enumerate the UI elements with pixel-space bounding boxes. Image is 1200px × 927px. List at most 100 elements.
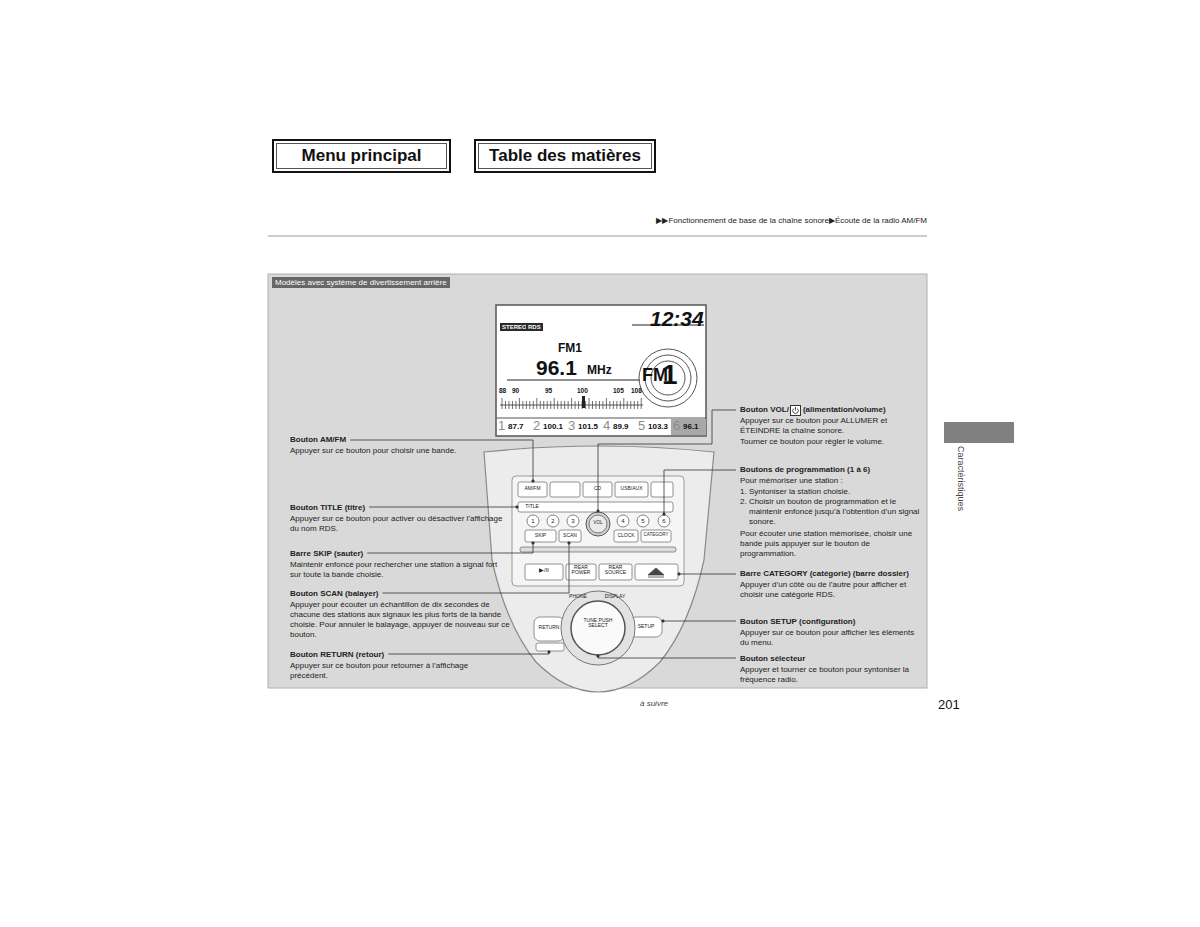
display-screen (496, 305, 706, 436)
button-label: PHONE (562, 594, 594, 599)
display-text: 6 (673, 419, 680, 433)
nav-button: Table des matières (474, 139, 656, 173)
button-label: SKIP (525, 533, 556, 538)
callout-title: Bouton VOL/ (740, 405, 789, 415)
button-label: SETUP (630, 624, 662, 629)
callout-text: Tourner ce bouton pour régler le volume. (740, 437, 925, 447)
leader-end (663, 513, 665, 515)
callout-title: Bouton SETUP (configuration) (740, 617, 855, 627)
callout-text: Maintenir enfoncé pour rechercher une st… (290, 560, 510, 580)
display-text: STEREO (500, 323, 529, 331)
button-label: TITLE (518, 504, 546, 509)
display-text: 1 (498, 419, 505, 433)
display-text: 87.7 (508, 422, 524, 432)
leader-line (664, 470, 736, 514)
callout-text: ▶▶Fonctionnement de base de la chaîne so… (656, 216, 927, 226)
selector-knob (571, 601, 625, 655)
display-text: 5 (638, 419, 645, 433)
button-label: DISPLAY (598, 594, 632, 599)
fm-logo-rings (639, 349, 697, 407)
leader-line (388, 652, 549, 654)
callout-text: Pour écouter une station mémorisée, choi… (740, 529, 925, 559)
callout-text: Appuyer sur ce bouton pour activer ou dé… (290, 514, 510, 534)
button-label: 1 (528, 518, 538, 524)
display-text: 101.5 (578, 422, 598, 432)
panel-ground (268, 274, 927, 688)
callout-text: Appuyer sur ce bouton pour choisir une b… (290, 446, 510, 456)
callout-title: Barre CATEGORY (catégorie) (barre dossie… (740, 569, 909, 579)
tuning-needle (582, 396, 585, 408)
button-label: 2 (548, 518, 558, 524)
button-label: REAR SOURCE (599, 565, 632, 576)
display-text: 105 (613, 387, 624, 395)
panel-tag: Modèles avec système de divertissement a… (272, 277, 450, 288)
eject-symbol (648, 568, 664, 577)
leader-line (663, 621, 736, 622)
leader-end (568, 542, 570, 544)
display-text: 4 (603, 419, 610, 433)
section-tab (944, 422, 1014, 443)
power-icon (790, 405, 801, 416)
display-text: 103.3 (648, 422, 668, 432)
button-label: ▶/II (525, 567, 563, 573)
callout-title: (alimentation/volume) (803, 405, 886, 415)
leader-end (516, 506, 518, 508)
display-text: 95 (545, 387, 552, 395)
header-rule (268, 236, 927, 237)
button-label: CD (583, 486, 612, 491)
button-label: USB/AUX (615, 486, 648, 491)
callout-text: Appuyer sur ce bouton pour ALLUMER et ÉT… (740, 416, 925, 436)
display-rule (507, 380, 640, 381)
button-label: VOL (586, 521, 610, 526)
display-text: 89.9 (613, 422, 629, 432)
button-label: 5 (638, 518, 648, 524)
button-label: TUNE PUSH SELECT (583, 618, 613, 629)
button-label: 4 (618, 518, 628, 524)
display-text: 96.1 (536, 355, 577, 381)
continued-note: à suivre (626, 699, 682, 709)
leader-line (369, 507, 517, 508)
leader-line (598, 410, 736, 511)
button-label: RETURN (534, 625, 564, 630)
leader-line (367, 543, 533, 553)
button-label: 6 (659, 518, 669, 524)
volume-knob (586, 512, 610, 536)
callout-text: Appuyer et tourner ce bouton pour synton… (740, 665, 925, 685)
selector-ring (561, 591, 635, 665)
display-text: 88 (499, 387, 506, 395)
display-text: 100.1 (543, 422, 563, 432)
callout-step: 1. Syntoniser la station choisie. (740, 487, 925, 497)
callout-title: Bouton sélecteur (740, 654, 805, 664)
display-screen: STEREORDS12:34FM196.1MHzFM18890951001051… (496, 305, 706, 436)
button-label: REAR POWER (566, 565, 596, 576)
display-text: 2 (533, 419, 540, 433)
display-text: 90 (512, 387, 519, 395)
nav-button-label: Menu principal (302, 146, 422, 166)
callout-title: Boutons de programmation (1 à 6) (740, 465, 870, 475)
leader-line (679, 574, 736, 575)
leader-end (532, 480, 534, 482)
callout-title: Barre SKIP (sauter) (290, 549, 363, 559)
display-text: 108 (631, 387, 642, 395)
leader-end (678, 573, 680, 575)
button-label: CLOCK (614, 533, 638, 538)
leader-end (597, 510, 599, 512)
nav-button-label: Table des matières (489, 146, 641, 166)
display-text: MHz (587, 363, 612, 378)
callout-text: Appuyer sur ce bouton pour retourner à l… (290, 661, 490, 681)
callout-title: Bouton RETURN (retour) (290, 650, 384, 660)
display-text: 100 (577, 387, 588, 395)
callout-text: Pour mémoriser une station : (740, 476, 925, 486)
button-label: 3 (568, 518, 578, 524)
nav-button: Menu principal (272, 139, 451, 173)
callout-step: 2. Choisir un bouton de programmation et… (740, 497, 925, 527)
callout-text: Appuyer d’un côté ou de l’autre pour aff… (740, 580, 925, 600)
callout-title: Bouton AM/FM (290, 435, 346, 445)
button-label: SCAN (559, 533, 581, 538)
callout-title: Bouton SCAN (balayer) (290, 589, 378, 599)
display-text: 12:34 (650, 306, 704, 332)
callout-text: Appuyer sur ce bouton pour afficher les … (740, 628, 925, 648)
display-text: 96.1 (683, 422, 699, 432)
display-text: FM1 (558, 341, 582, 356)
